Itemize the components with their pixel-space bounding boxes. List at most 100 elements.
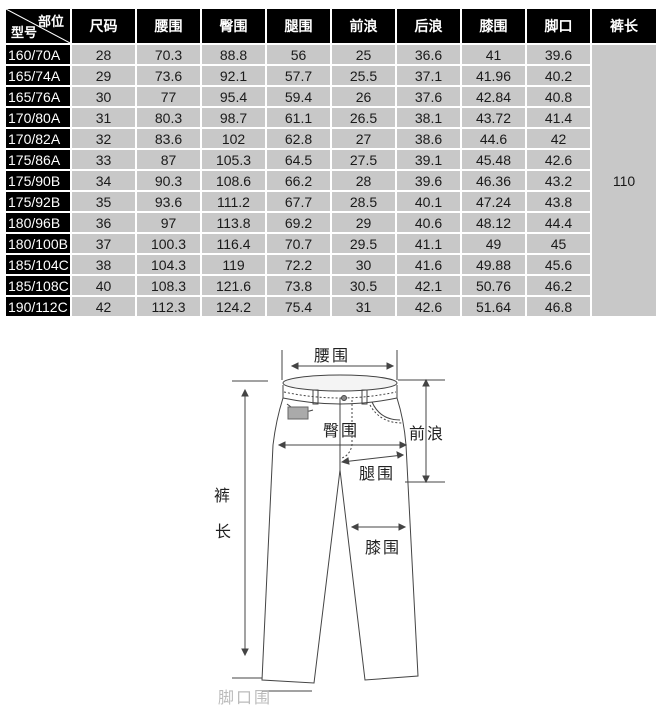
value-cell: 64.5: [267, 150, 330, 169]
value-cell: 46.2: [527, 276, 590, 295]
value-cell: 31: [72, 108, 135, 127]
value-cell: 43.2: [527, 171, 590, 190]
value-cell: 124.2: [202, 297, 265, 316]
value-cell: 25: [332, 45, 395, 64]
model-cell: 165/76A: [6, 87, 70, 106]
value-cell: 29.5: [332, 234, 395, 253]
corner-part-label: 部位: [37, 14, 64, 29]
value-cell: 121.6: [202, 276, 265, 295]
value-cell: 102: [202, 129, 265, 148]
value-cell: 77: [137, 87, 200, 106]
value-cell: 57.7: [267, 66, 330, 85]
value-cell: 66.2: [267, 171, 330, 190]
value-cell: 49: [462, 234, 525, 253]
model-cell: 185/104C: [6, 255, 70, 274]
model-cell: 170/82A: [6, 129, 70, 148]
value-cell: 44.4: [527, 213, 590, 232]
length-label-top: 裤: [214, 486, 233, 505]
value-cell: 73.6: [137, 66, 200, 85]
value-cell: 38.1: [397, 108, 460, 127]
value-cell: 45.6: [527, 255, 590, 274]
corner-model-label: 型号: [11, 25, 38, 40]
value-cell: 40.8: [527, 87, 590, 106]
value-cell: 26.5: [332, 108, 395, 127]
value-cell: 49.88: [462, 255, 525, 274]
value-cell: 42: [527, 129, 590, 148]
value-cell: 41.96: [462, 66, 525, 85]
col-header-length: 裤长: [592, 9, 656, 43]
value-cell: 88.8: [202, 45, 265, 64]
front-rise-label: 前浪: [409, 424, 446, 443]
value-cell: 39.6: [527, 45, 590, 64]
pants-length-cell: 110: [592, 45, 656, 316]
col-header-back-rise: 后浪: [397, 9, 460, 43]
value-cell: 50.76: [462, 276, 525, 295]
value-cell: 25.5: [332, 66, 395, 85]
value-cell: 112.3: [137, 297, 200, 316]
value-cell: 38: [72, 255, 135, 274]
value-cell: 61.1: [267, 108, 330, 127]
model-cell: 165/74A: [6, 66, 70, 85]
value-cell: 100.3: [137, 234, 200, 253]
value-cell: 35: [72, 192, 135, 211]
model-cell: 180/96B: [6, 213, 70, 232]
value-cell: 119: [202, 255, 265, 274]
value-cell: 105.3: [202, 150, 265, 169]
col-header-hip: 臀围: [202, 9, 265, 43]
value-cell: 67.7: [267, 192, 330, 211]
value-cell: 30: [332, 255, 395, 274]
value-cell: 69.2: [267, 213, 330, 232]
col-header-knee: 膝围: [462, 9, 525, 43]
value-cell: 31: [332, 297, 395, 316]
value-cell: 27.5: [332, 150, 395, 169]
value-cell: 42.84: [462, 87, 525, 106]
value-cell: 42.6: [397, 297, 460, 316]
value-cell: 30.5: [332, 276, 395, 295]
value-cell: 32: [72, 129, 135, 148]
value-cell: 97: [137, 213, 200, 232]
corner-header: 部位 型号: [6, 9, 70, 43]
value-cell: 37.6: [397, 87, 460, 106]
value-cell: 70.3: [137, 45, 200, 64]
knee-label: 膝围: [365, 538, 402, 557]
value-cell: 62.8: [267, 129, 330, 148]
value-cell: 37.1: [397, 66, 460, 85]
col-header-hem: 脚口: [527, 9, 590, 43]
value-cell: 29: [72, 66, 135, 85]
model-cell: 160/70A: [6, 45, 70, 64]
value-cell: 90.3: [137, 171, 200, 190]
value-cell: 75.4: [267, 297, 330, 316]
value-cell: 70.7: [267, 234, 330, 253]
header-row: 部位 型号 尺码 腰围 臀围 腿围 前浪 后浪 膝围 脚口 裤长: [6, 9, 656, 43]
value-cell: 92.1: [202, 66, 265, 85]
col-header-waist: 腰围: [137, 9, 200, 43]
value-cell: 43.72: [462, 108, 525, 127]
value-cell: 41.6: [397, 255, 460, 274]
value-cell: 37: [72, 234, 135, 253]
value-cell: 44.6: [462, 129, 525, 148]
col-header-thigh: 腿围: [267, 9, 330, 43]
value-cell: 98.7: [202, 108, 265, 127]
value-cell: 41.1: [397, 234, 460, 253]
model-cell: 170/80A: [6, 108, 70, 127]
value-cell: 26: [332, 87, 395, 106]
value-cell: 108.3: [137, 276, 200, 295]
col-header-front-rise: 前浪: [332, 9, 395, 43]
value-cell: 36: [72, 213, 135, 232]
value-cell: 42.6: [527, 150, 590, 169]
value-cell: 47.24: [462, 192, 525, 211]
value-cell: 80.3: [137, 108, 200, 127]
value-cell: 87: [137, 150, 200, 169]
value-cell: 28: [72, 45, 135, 64]
value-cell: 40.2: [527, 66, 590, 85]
value-cell: 56: [267, 45, 330, 64]
model-cell: 175/90B: [6, 171, 70, 190]
value-cell: 51.64: [462, 297, 525, 316]
value-cell: 93.6: [137, 192, 200, 211]
